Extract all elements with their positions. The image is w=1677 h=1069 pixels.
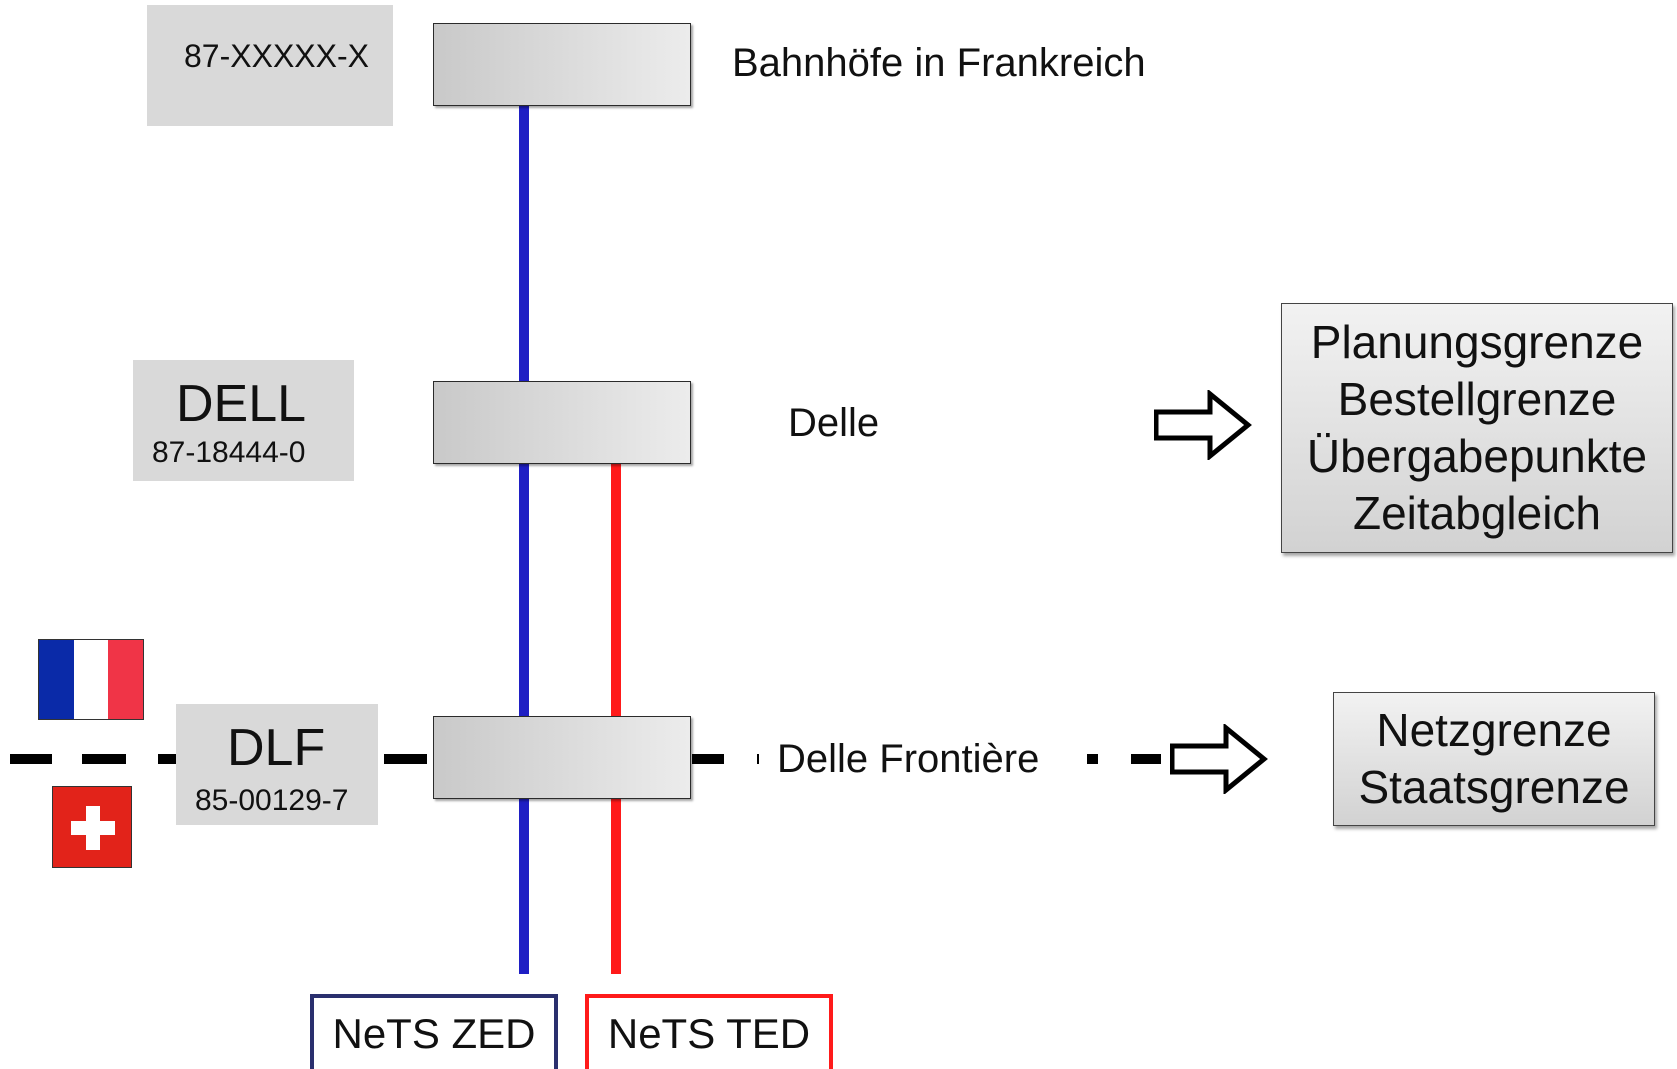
border-dash [158, 754, 178, 764]
nets-ted-label: NeTS TED [585, 994, 833, 1069]
info-box-planning: Planungsgrenze Bestellgrenze Übergabepun… [1281, 303, 1673, 553]
info-line: Planungsgrenze [1310, 316, 1644, 368]
nets-zed-label: NeTS ZED [310, 994, 558, 1069]
station-box-dlf[interactable] [433, 716, 691, 799]
info-line: Netzgrenze [1376, 704, 1612, 756]
station-name-france: Bahnhöfe in Frankreich [732, 41, 1146, 85]
station-name-delle: Delle [788, 401, 880, 445]
station-name-dlf: Delle Frontière [777, 737, 1040, 781]
border-dash [757, 754, 759, 764]
info-line: Zeitabgleich [1352, 487, 1602, 539]
right-arrow-icon [1154, 390, 1252, 460]
switzerland-flag-icon [52, 786, 132, 868]
station-box-delle[interactable] [433, 381, 691, 464]
border-dash [1131, 754, 1161, 764]
info-box-border: Netzgrenze Staatsgrenze [1333, 692, 1655, 826]
info-line: Staatsgrenze [1358, 761, 1630, 813]
border-dash [10, 754, 52, 764]
station-code-box-delle: DELL 87-18444-0 [133, 360, 354, 481]
border-dash [1087, 754, 1098, 764]
station-code: 87-XXXXX-X [184, 38, 369, 74]
station-code-main: DLF [227, 719, 326, 777]
nets-zed-line [519, 104, 529, 974]
border-dash [692, 754, 724, 764]
station-code-box-dlf: DLF 85-00129-7 [176, 704, 378, 825]
info-line: Übergabepunkte [1306, 430, 1648, 482]
info-line: Bestellgrenze [1337, 373, 1617, 425]
station-code: 85-00129-7 [195, 784, 349, 817]
station-code-main: DELL [176, 375, 307, 433]
right-arrow-icon [1170, 724, 1268, 794]
border-dash [384, 754, 427, 764]
station-code: 87-18444-0 [152, 436, 306, 469]
border-dash [82, 754, 126, 764]
france-flag-icon [38, 639, 144, 720]
station-code-box-france: 87-XXXXX-X [147, 5, 393, 126]
station-box-france[interactable] [433, 23, 691, 106]
